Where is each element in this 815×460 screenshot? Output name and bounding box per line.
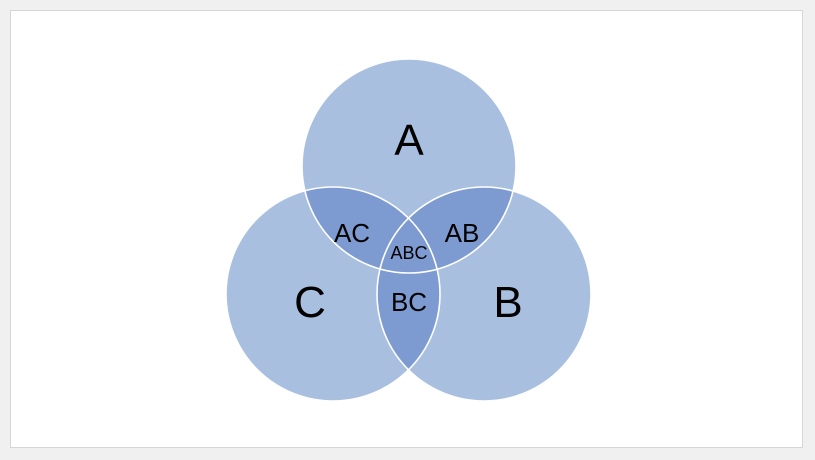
slide-canvas: A B C AB AC BC ABC — [10, 10, 803, 448]
label-set-c: C — [294, 278, 326, 327]
overlap-region-ac — [302, 187, 440, 273]
overlap-region-ab — [377, 187, 516, 273]
label-set-b: B — [493, 278, 523, 327]
label-overlap-ab: AB — [444, 218, 480, 248]
label-overlap-ac: AC — [333, 218, 371, 248]
circle-outline-a — [301, 58, 517, 274]
label-set-a: A — [394, 116, 424, 165]
label-overlap-abc: ABC — [390, 243, 428, 263]
venn-diagram: A B C AB AC BC ABC — [11, 11, 802, 447]
venn-circles-graphic — [225, 58, 592, 402]
circle-outline-b — [376, 186, 592, 402]
label-overlap-bc: BC — [390, 287, 428, 317]
circle-outline-c — [225, 186, 441, 402]
